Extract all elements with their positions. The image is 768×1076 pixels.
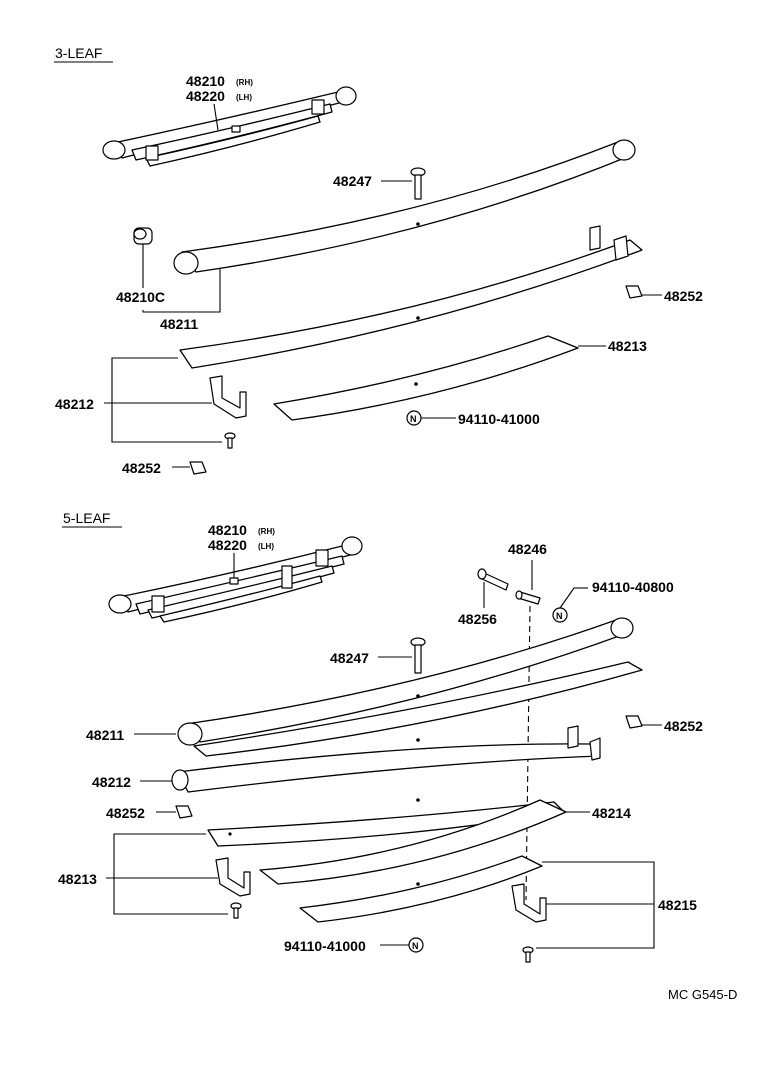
clip-plate-right-3[interactable] [625, 285, 643, 299]
nut-symbol-small[interactable]: N [552, 607, 568, 623]
label-48220-lh: 48220 [208, 537, 247, 553]
section-title-5-leaf: 5-LEAF [63, 510, 110, 526]
nut-symbol-3[interactable]: N [406, 410, 422, 426]
spring-clip-3-leaf[interactable] [209, 375, 247, 449]
label-lh-suffix: (LH) [258, 542, 274, 551]
clip-plate-left-5[interactable] [175, 805, 193, 819]
three-leaf-section: 3-LEAF 48210 (RH) 48220 (LH) 48247 [54, 45, 703, 476]
label-48213: 48213 [58, 871, 97, 887]
label-48215: 48215 [658, 897, 697, 913]
leader-48212-bracket [111, 357, 222, 443]
svg-text:N: N [556, 611, 563, 621]
leader-48215-bracket [536, 861, 655, 949]
label-94110-41000: 94110-41000 [458, 411, 540, 427]
bolt-48256[interactable] [477, 568, 509, 591]
rivet-48246[interactable] [515, 590, 541, 605]
label-48212: 48212 [92, 774, 131, 790]
leaf-48213[interactable] [273, 335, 579, 421]
label-48214: 48214 [592, 805, 631, 821]
label-48247: 48247 [330, 650, 369, 666]
center-bolt-3-leaf[interactable] [410, 167, 426, 200]
label-48212: 48212 [55, 396, 94, 412]
leaf-bottom[interactable] [299, 855, 543, 923]
clip-plate-left-3[interactable] [189, 461, 207, 475]
clip-plate-right-5[interactable] [625, 715, 643, 729]
leaf-48211[interactable] [177, 617, 634, 746]
label-48252-left: 48252 [122, 460, 161, 476]
label-48220-lh: 48220 [186, 88, 225, 104]
label-48213: 48213 [608, 338, 647, 354]
bushing-48210c[interactable] [133, 227, 153, 245]
nut-symbol-5[interactable]: N [408, 937, 424, 953]
label-48256: 48256 [458, 611, 497, 627]
label-48210-rh: 48210 [208, 522, 247, 538]
leader-nut-small [559, 587, 575, 609]
label-48210c: 48210C [116, 289, 165, 305]
leader-48211 [142, 268, 221, 313]
assembled-spring-3-leaf[interactable] [102, 86, 357, 167]
leaf-48211[interactable] [173, 139, 636, 275]
label-48211: 48211 [160, 316, 198, 332]
label-48247: 48247 [333, 173, 372, 189]
leaf-48212[interactable] [171, 725, 601, 802]
label-rh-suffix: (RH) [258, 527, 275, 536]
label-94110-40800: 94110-40800 [592, 579, 674, 595]
label-48211: 48211 [86, 727, 124, 743]
svg-text:N: N [410, 414, 417, 424]
figure-code: MC G545-D [668, 987, 737, 1002]
five-leaf-section: 5-LEAF 48210 (RH) 48220 (LH) 48246 [58, 510, 703, 963]
svg-text:N: N [412, 941, 419, 951]
leader-assembly-3 [213, 103, 219, 131]
label-48252-left: 48252 [106, 805, 145, 821]
label-94110-41000: 94110-41000 [284, 938, 366, 954]
label-48246: 48246 [508, 541, 547, 557]
section-title-3-leaf: 3-LEAF [55, 45, 102, 61]
label-lh-suffix: (LH) [236, 93, 252, 102]
center-bolt-5-leaf[interactable] [410, 637, 426, 674]
label-48210-rh: 48210 [186, 73, 225, 89]
leader-48213-bracket [113, 833, 228, 915]
label-48252-right: 48252 [664, 288, 703, 304]
spring-clip-left-5[interactable] [215, 857, 251, 919]
label-rh-suffix: (RH) [236, 78, 253, 87]
leaf-second-long[interactable] [193, 661, 643, 757]
assembled-spring-5-leaf[interactable] [108, 536, 363, 623]
assembly-dashed-line [525, 605, 531, 901]
leaf-48212[interactable] [179, 225, 643, 369]
label-48252-right: 48252 [664, 718, 703, 734]
spring-clip-right-5[interactable] [511, 883, 547, 963]
